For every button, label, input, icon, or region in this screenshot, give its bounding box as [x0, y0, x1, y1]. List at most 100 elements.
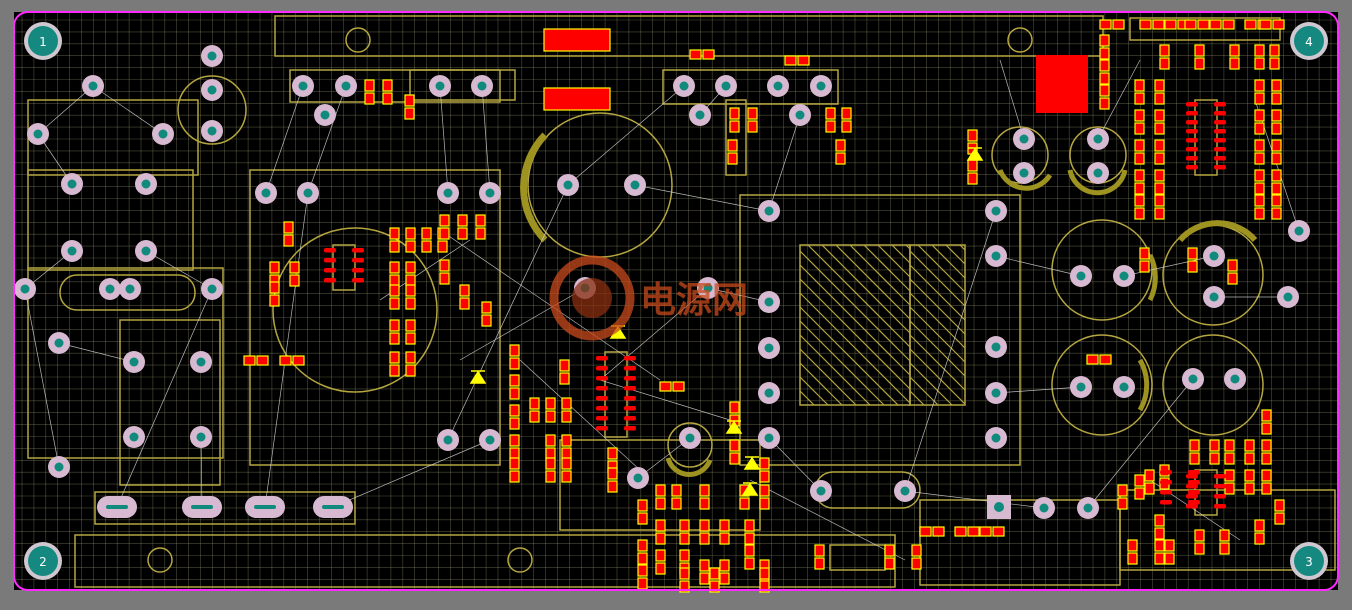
smd-pad	[1254, 169, 1265, 182]
smd-pad	[1144, 482, 1155, 495]
hatch-line	[849, 244, 911, 306]
hatch-line	[905, 244, 911, 250]
smd-pad	[1099, 84, 1110, 97]
hatch-line	[799, 390, 815, 406]
pad-hole	[991, 433, 1001, 443]
pad-hole	[991, 342, 1001, 352]
mounting-hole-label: 3	[1305, 555, 1313, 569]
smd-pad	[825, 107, 836, 120]
ic-pad	[1160, 490, 1172, 495]
ic-pad	[1214, 111, 1226, 116]
ratsnest-line	[447, 184, 569, 441]
smd-pad	[1117, 497, 1128, 510]
smd-pad	[1261, 469, 1272, 482]
ic-pad	[1186, 504, 1198, 509]
ratsnest-line	[1087, 378, 1194, 509]
smd-pad	[607, 447, 618, 460]
pad-hole	[1039, 503, 1049, 513]
pad-hole	[991, 388, 1001, 398]
hatch-line	[799, 292, 911, 404]
smd-pad	[1154, 122, 1165, 135]
smd-pad	[671, 497, 682, 510]
smd-pad	[243, 355, 256, 366]
smd-pad	[1229, 44, 1240, 57]
ic-pad	[1186, 165, 1198, 170]
smd-pad	[719, 519, 730, 532]
pad-hole	[1209, 251, 1219, 261]
pad-hole	[207, 85, 217, 95]
ic-pad	[1186, 494, 1198, 499]
smd-pad	[1224, 452, 1235, 465]
smd-pad	[289, 261, 300, 274]
ic-pad	[596, 356, 608, 361]
oval-hole	[254, 505, 276, 509]
smd-pad	[1261, 482, 1272, 495]
pad-hole	[207, 51, 217, 61]
smd-pad	[1209, 439, 1220, 452]
smd-pad	[911, 557, 922, 570]
smd-pad	[269, 294, 280, 307]
smd-pad	[1254, 79, 1265, 92]
smd-pad	[1154, 552, 1165, 565]
smd-pad	[709, 580, 720, 593]
smd-pad	[389, 261, 400, 274]
smd-pad	[825, 120, 836, 133]
smd-pad	[459, 284, 470, 297]
ic-pad	[1186, 120, 1198, 125]
smd-pad	[1139, 260, 1150, 273]
smd-pad	[655, 497, 666, 510]
smd-pad	[1164, 552, 1175, 565]
smd-pad	[637, 512, 648, 525]
ic-pad	[1214, 129, 1226, 134]
ratsnest-line	[995, 386, 1082, 394]
pad-hole	[298, 81, 308, 91]
smd-pad	[256, 355, 269, 366]
smd-pad	[744, 544, 755, 557]
smd-pad	[269, 281, 280, 294]
smd-pad	[405, 227, 416, 240]
smd-pad	[279, 355, 292, 366]
ratsnest-line	[58, 342, 135, 363]
ic-pad	[624, 386, 636, 391]
ic-pad	[1186, 156, 1198, 161]
smd-pad	[932, 526, 945, 537]
ratsnest-line	[599, 287, 709, 381]
smd-pad	[437, 240, 448, 253]
ic-pad	[1186, 484, 1198, 489]
smd-pad	[283, 234, 294, 247]
smd-pad	[1209, 452, 1220, 465]
ic-pad	[1214, 504, 1226, 509]
pad-hole	[1283, 292, 1293, 302]
ic-pad	[624, 396, 636, 401]
hatch-line	[799, 306, 899, 406]
smd-pad	[655, 532, 666, 545]
smd-pad	[1154, 109, 1165, 122]
smd-pad	[439, 214, 450, 227]
smd-pad	[884, 544, 895, 557]
smd-pad	[509, 447, 520, 460]
smd-pad	[1227, 272, 1238, 285]
ratsnest-line	[459, 287, 586, 361]
smd-pad	[729, 120, 740, 133]
smd-pad	[1189, 439, 1200, 452]
ic-pad	[1214, 102, 1226, 107]
pad-hole	[685, 433, 695, 443]
pad-hole	[1119, 382, 1129, 392]
smd-pad	[1224, 482, 1235, 495]
ic-pad	[624, 406, 636, 411]
smd-pad	[421, 240, 432, 253]
smd-pad	[509, 417, 520, 430]
ic-pad	[1186, 147, 1198, 152]
ic-pad	[1214, 147, 1226, 152]
hatch-line	[909, 320, 966, 377]
hatch-line	[909, 292, 966, 349]
pad-hole	[1093, 168, 1103, 178]
smd-pad	[1271, 139, 1282, 152]
smd-pad	[979, 526, 992, 537]
smd-pad	[404, 94, 415, 107]
smd-pad	[1227, 259, 1238, 272]
ratsnest-line	[92, 85, 164, 135]
pad-hole	[129, 432, 139, 442]
